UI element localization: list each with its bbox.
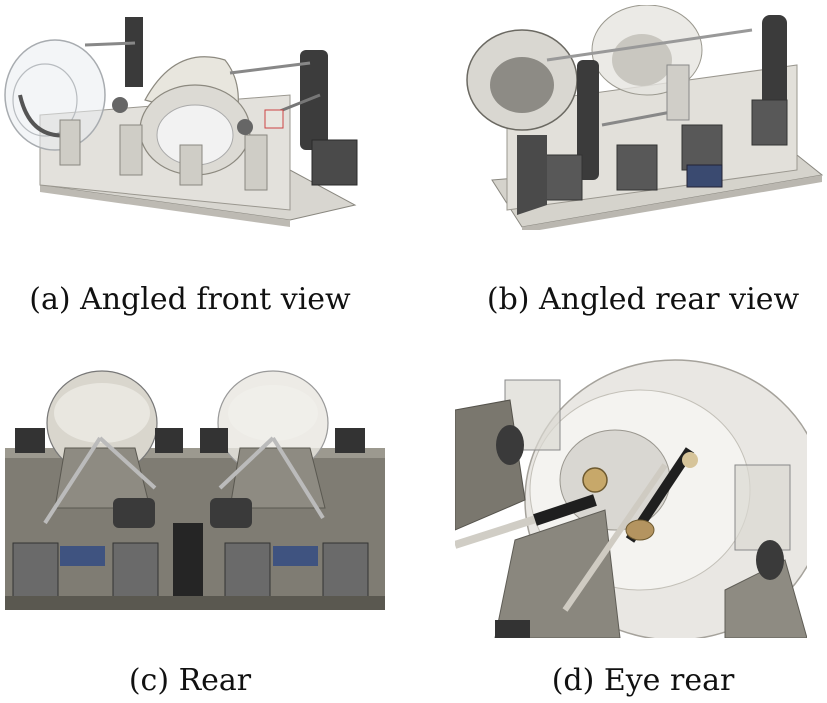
- panel-b-image: [452, 5, 827, 230]
- caption-d: (d) Eye rear: [551, 663, 735, 698]
- render-rear: [5, 370, 385, 610]
- render-angled-front-view: [4, 17, 358, 227]
- panel-c-image: [5, 368, 385, 610]
- panel-a-image: [0, 5, 380, 230]
- caption-c: (c) Rear: [128, 663, 252, 698]
- panel-d-image: [455, 350, 807, 638]
- caption-a: (a) Angled front view: [29, 282, 351, 317]
- caption-b: (b) Angled rear view: [486, 282, 800, 317]
- render-eye-rear: [455, 350, 807, 638]
- render-angled-rear-view: [466, 5, 824, 230]
